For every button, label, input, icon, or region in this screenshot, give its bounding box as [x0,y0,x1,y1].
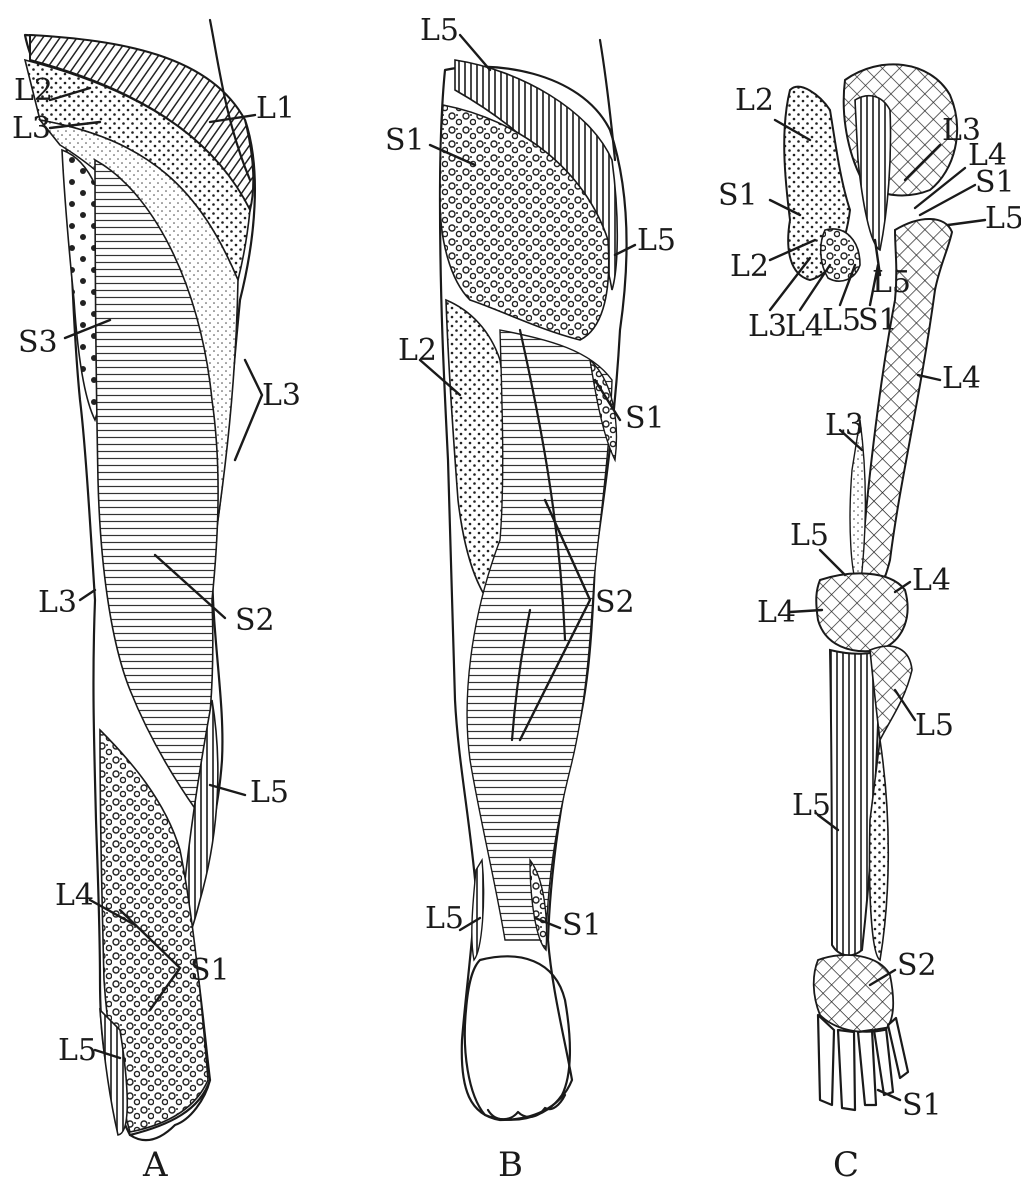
label-a-l3-lateral: L3 [262,378,301,413]
label-a-l1: L1 [256,91,295,126]
label-a-l2: L2 [14,73,53,108]
label-a-s2: S2 [235,603,275,638]
label-c-s1-ilium: S1 [718,178,758,213]
label-c-l5-neck: L5 [872,265,911,300]
label-c-s1-toes: S1 [902,1088,942,1123]
label-a-l4: L4 [55,878,94,913]
label-c-l3-pubis: L3 [748,309,787,344]
label-c-s1-hip: S1 [975,165,1015,200]
label-a-s3: S3 [18,325,58,360]
label-b-s1-thigh: S1 [625,401,665,436]
label-c-l5-knee: L5 [790,518,829,553]
label-c-l3-shaft: L3 [825,408,864,443]
label-b-l2: L2 [398,333,437,368]
label-a-l3-top: L3 [12,111,51,146]
label-a-l3-knee: L3 [38,585,77,620]
label-c-l5-tibia: L5 [915,708,954,743]
label-c-l4-knee-lat: L4 [912,563,951,598]
label-b-l5-top: L5 [420,13,459,48]
panel-c-caption: C [833,1145,859,1182]
label-c-l5-fibula: L5 [792,788,831,823]
label-b-l5-hip: L5 [637,223,676,258]
label-b-s1-buttock: S1 [385,123,425,158]
label-c-l5-pubis: L5 [822,303,861,338]
label-c-l4-shaft: L4 [942,361,981,396]
label-a-l5-leg: L5 [250,775,289,810]
panel-a-caption: A [142,1145,168,1182]
label-c-l4-knee-med: L4 [757,595,796,630]
panel-b-leg [440,40,627,1120]
label-c-l2-ilium: L2 [735,83,774,118]
label-a-s1: S1 [190,953,230,988]
label-b-l5-ankle: L5 [425,901,464,936]
label-c-s1-pubis: S1 [858,303,898,338]
label-c-l5-troch: L5 [985,201,1021,236]
label-a-l5-foot: L5 [58,1033,97,1068]
label-c-s2: S2 [897,948,937,983]
panel-b-caption: B [498,1145,523,1182]
label-b-s1-ankle: S1 [562,908,602,943]
label-b-s2: S2 [595,585,635,620]
label-c-l2-pubis: L2 [730,249,769,284]
label-c-l4-pubis: L4 [785,309,824,344]
